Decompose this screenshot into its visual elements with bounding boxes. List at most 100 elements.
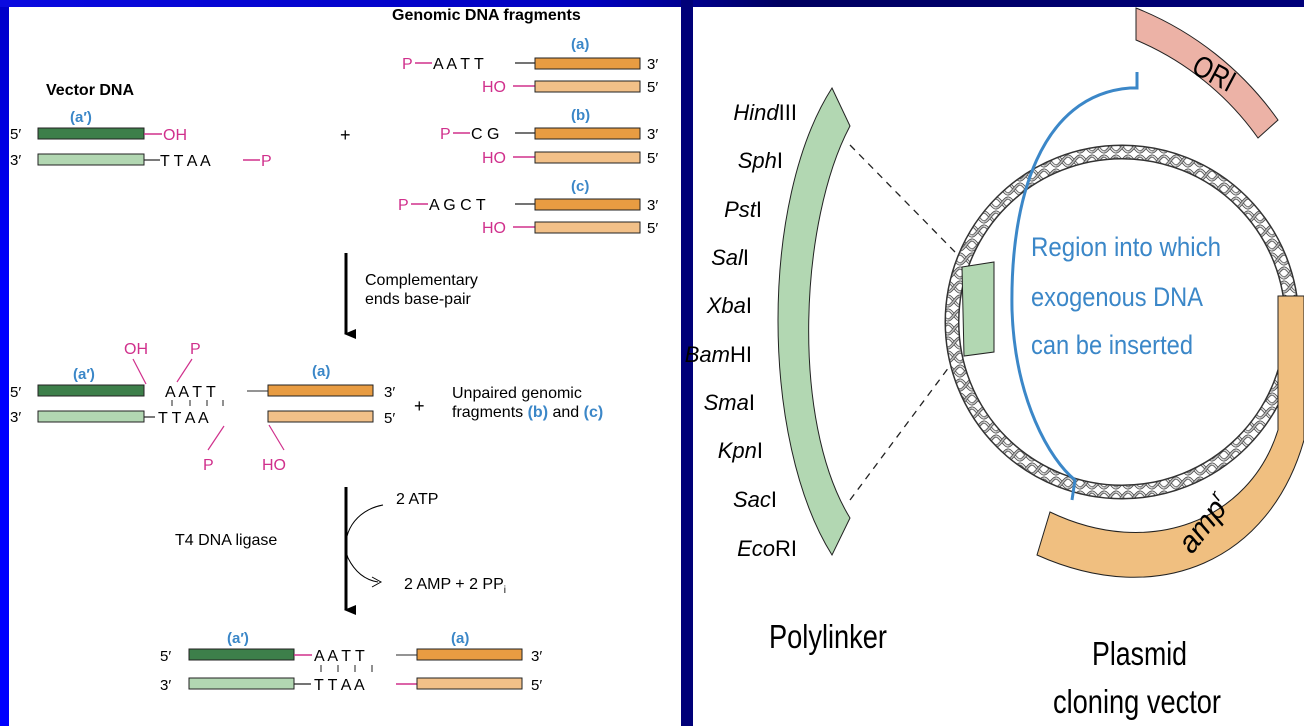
fragment-a-bottom-end: 5′	[647, 79, 658, 96]
paired-bottom-left-end: 3′	[10, 409, 21, 426]
ligated-top-seq: A A T T	[314, 648, 365, 665]
ligated-product: (a′) (a) 5′ A A T T 3′ 3′ T T A A 5′	[160, 630, 542, 694]
ligated-vector-bottom	[188, 677, 295, 690]
fragment-b-ho: HO	[482, 150, 506, 167]
site-smai: SmaI	[704, 390, 755, 415]
paired-bottom-right-end: 5′	[384, 410, 395, 427]
paired-ho-bottom: HO	[262, 457, 286, 474]
ampr-segment	[1036, 295, 1304, 578]
unpaired-line1: Unpaired genomic	[452, 385, 582, 402]
site-bamhi: BamHI	[685, 342, 752, 367]
paired-complex: (a′) (a) OH P 5′ A A T T 3′ 3′ T T A A 5…	[10, 341, 395, 474]
ligated-left-label: (a′)	[227, 630, 249, 647]
paired-bottom-seq: T T A A	[158, 410, 209, 427]
fragment-c: (c) P A G C T 3′ HO 5′	[398, 178, 658, 237]
ligated-bottom-left-end: 3′	[160, 677, 171, 694]
ligated-vector-top	[188, 648, 295, 661]
ligated-right-label: (a)	[451, 630, 469, 647]
paired-vector-bottom	[37, 410, 145, 423]
fragment-c-bottom-strand	[534, 221, 641, 234]
amp-label: 2 AMP + 2 PPi	[404, 576, 506, 596]
fragment-c-ho: HO	[482, 220, 506, 237]
insert-region-line2: exogenous DNA	[1031, 282, 1203, 312]
vector-top-end: 5′	[10, 126, 21, 143]
insert-region-bracket	[1010, 72, 1139, 501]
paired-right-label: (a)	[312, 363, 330, 380]
fragment-b-bottom-strand	[534, 151, 641, 164]
ligase-label: T4 DNA ligase	[175, 532, 277, 549]
fragment-a-bottom-strand	[534, 80, 641, 93]
plasmid-helix-backbone	[946, 146, 1298, 498]
fragment-b-p: P	[440, 126, 451, 143]
site-sphi: SphI	[738, 148, 783, 173]
fragment-b-top-strand	[534, 127, 641, 140]
vector-dna-title: Vector DNA	[46, 82, 134, 99]
slide-top-bar	[0, 0, 1304, 7]
atp-curve-arrowhead	[371, 576, 383, 588]
paired-left-label: (a′)	[73, 366, 95, 383]
plus-sign: +	[340, 125, 351, 145]
vector-oh: OH	[163, 127, 187, 144]
paired-p-bottom: P	[203, 457, 214, 474]
vector-top-strand	[37, 127, 145, 140]
zoom-dash-lower	[849, 354, 959, 501]
ori-segment	[1135, 7, 1279, 139]
paired-genomic-bottom	[267, 410, 374, 423]
fragment-b-bottom-end: 5′	[647, 150, 658, 167]
plasmid-caption-2: cloning vector	[1053, 683, 1221, 720]
fragment-a-ho: HO	[482, 79, 506, 96]
fragment-b-label: (b)	[571, 107, 590, 124]
unpaired-plus: +	[414, 396, 425, 416]
site-hindiii: HindIII	[733, 100, 797, 125]
vector-dna: Vector DNA (a′) 5′ OH 3′ T T A A P	[10, 82, 272, 170]
ligated-bottom-right-end: 5′	[531, 677, 542, 694]
ligated-top-right-end: 3′	[531, 648, 542, 665]
panel-divider	[681, 0, 693, 726]
fragment-c-top-end: 3′	[647, 197, 658, 214]
zoom-dash-upper	[849, 144, 956, 253]
paired-top-left-end: 5′	[10, 384, 21, 401]
atp-curve	[345, 504, 384, 583]
vector-bottom-end: 3′	[10, 152, 21, 169]
paired-top-right-end: 3′	[384, 384, 395, 401]
fragment-c-p: P	[398, 197, 409, 214]
site-saci: SacI	[733, 487, 777, 512]
fragment-a-top-strand	[534, 57, 641, 70]
paired-vector-top	[37, 384, 145, 397]
site-sali: SalI	[711, 245, 749, 270]
ligated-genomic-top	[416, 648, 523, 661]
fragment-c-label: (c)	[571, 178, 589, 195]
polylinker-sites: HindIII SphI PstI SalI XbaI BamHI SmaI KpnI SacI…	[685, 100, 797, 561]
site-ecori: EcoRI	[737, 536, 797, 561]
fragment-b-top-end: 3′	[647, 126, 658, 143]
site-xbai: XbaI	[706, 293, 752, 318]
paired-p-top: P	[190, 341, 201, 358]
genomic-fragments: Genomic DNA fragments (a) P A A T T 3′ H…	[392, 7, 658, 237]
fragment-a-seq: A A T T	[433, 56, 484, 73]
step1-line1: Complementary	[365, 272, 478, 289]
paired-top-seq: A A T T	[165, 384, 216, 401]
fragment-b: (b) P C G 3′ HO 5′	[440, 107, 658, 167]
paired-oh: OH	[124, 341, 148, 358]
fragment-a-label: (a)	[571, 36, 589, 53]
fragment-a-top-end: 3′	[647, 56, 658, 73]
fragment-a: (a) P A A T T 3′ HO 5′	[402, 36, 658, 96]
paired-genomic-top	[267, 384, 374, 397]
ligated-genomic-bottom	[416, 677, 523, 690]
fragment-c-bottom-end: 5′	[647, 220, 658, 237]
site-kpni: KpnI	[718, 438, 763, 463]
fragment-b-seq: C G	[471, 126, 499, 143]
vector-label: (a′)	[70, 109, 92, 126]
site-psti: PstI	[724, 197, 762, 222]
vector-p: P	[261, 153, 272, 170]
plasmid-polylinker-box	[961, 261, 995, 357]
insert-region-line3: can be inserted	[1031, 330, 1193, 360]
step1-line2: ends base-pair	[365, 291, 472, 308]
vector-bottom-strand	[37, 153, 145, 166]
fragment-a-p: P	[402, 56, 413, 73]
unpaired-line2: fragments (b) and (c)	[452, 404, 603, 421]
ligated-bottom-seq: T T A A	[314, 677, 365, 694]
plasmid-caption-1: Plasmid	[1092, 635, 1187, 672]
fragment-c-seq: A G C T	[429, 197, 486, 214]
